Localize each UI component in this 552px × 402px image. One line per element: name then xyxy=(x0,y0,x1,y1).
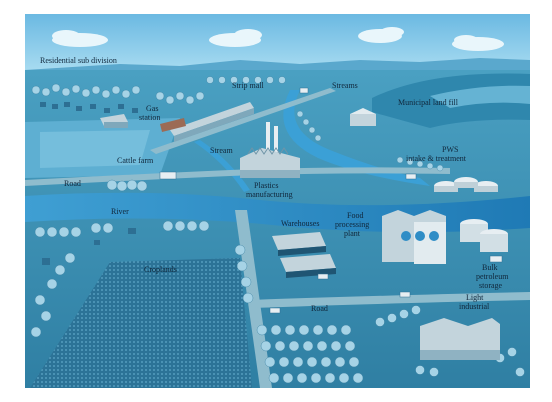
vehicles xyxy=(159,87,503,314)
road-upper xyxy=(25,167,450,186)
label-streams: Streams xyxy=(332,81,358,90)
plastics-manufacturing-plant xyxy=(240,122,300,178)
label-road-upper: Road xyxy=(64,179,81,188)
label-processing: processing xyxy=(335,220,369,229)
label-residential-sub-division: Residential sub division xyxy=(40,56,117,65)
label-pws-intake-treatment: intake & treatment xyxy=(406,154,467,163)
label-petroleum: petroleum xyxy=(476,272,509,281)
label-pws: PWS xyxy=(442,145,458,154)
cattle-farm xyxy=(100,114,128,128)
strip-mall xyxy=(160,102,254,142)
landfill-building xyxy=(350,108,376,126)
label-food: Food xyxy=(347,211,363,220)
light-industrial xyxy=(420,318,500,360)
label-manufacturing: manufacturing xyxy=(246,190,293,199)
label-plastics: Plastics xyxy=(254,181,278,190)
bulk-petroleum-storage xyxy=(460,219,508,252)
label-croplands: Croplands xyxy=(144,265,177,274)
label-strip-mall: Strip mall xyxy=(232,81,265,90)
clouds xyxy=(52,27,504,51)
label-bulk: Bulk xyxy=(482,263,498,272)
label-river: River xyxy=(111,207,129,216)
label-gas: Gas xyxy=(146,104,158,113)
label-light: Light xyxy=(466,293,484,302)
label-warehouses: Warehouses xyxy=(281,219,319,228)
label-stream: Stream xyxy=(210,146,233,155)
label-storage: storage xyxy=(479,281,503,290)
warehouses xyxy=(272,232,336,278)
streams-water xyxy=(283,90,430,186)
label-plant: plant xyxy=(344,229,361,238)
label-cattle-farm: Cattle farm xyxy=(117,156,154,165)
croplands-field xyxy=(30,258,252,388)
road-diagonal xyxy=(150,88,336,154)
tree-clusters xyxy=(30,76,525,384)
label-station: station xyxy=(139,113,160,122)
label-industrial: industrial xyxy=(459,302,490,311)
label-road-lower: Road xyxy=(311,304,328,313)
label-municipal-land-fill: Municipal land fill xyxy=(398,98,459,107)
food-processing-plant xyxy=(382,210,446,264)
residential-houses xyxy=(40,102,138,265)
pws-intake-treatment xyxy=(434,177,498,192)
